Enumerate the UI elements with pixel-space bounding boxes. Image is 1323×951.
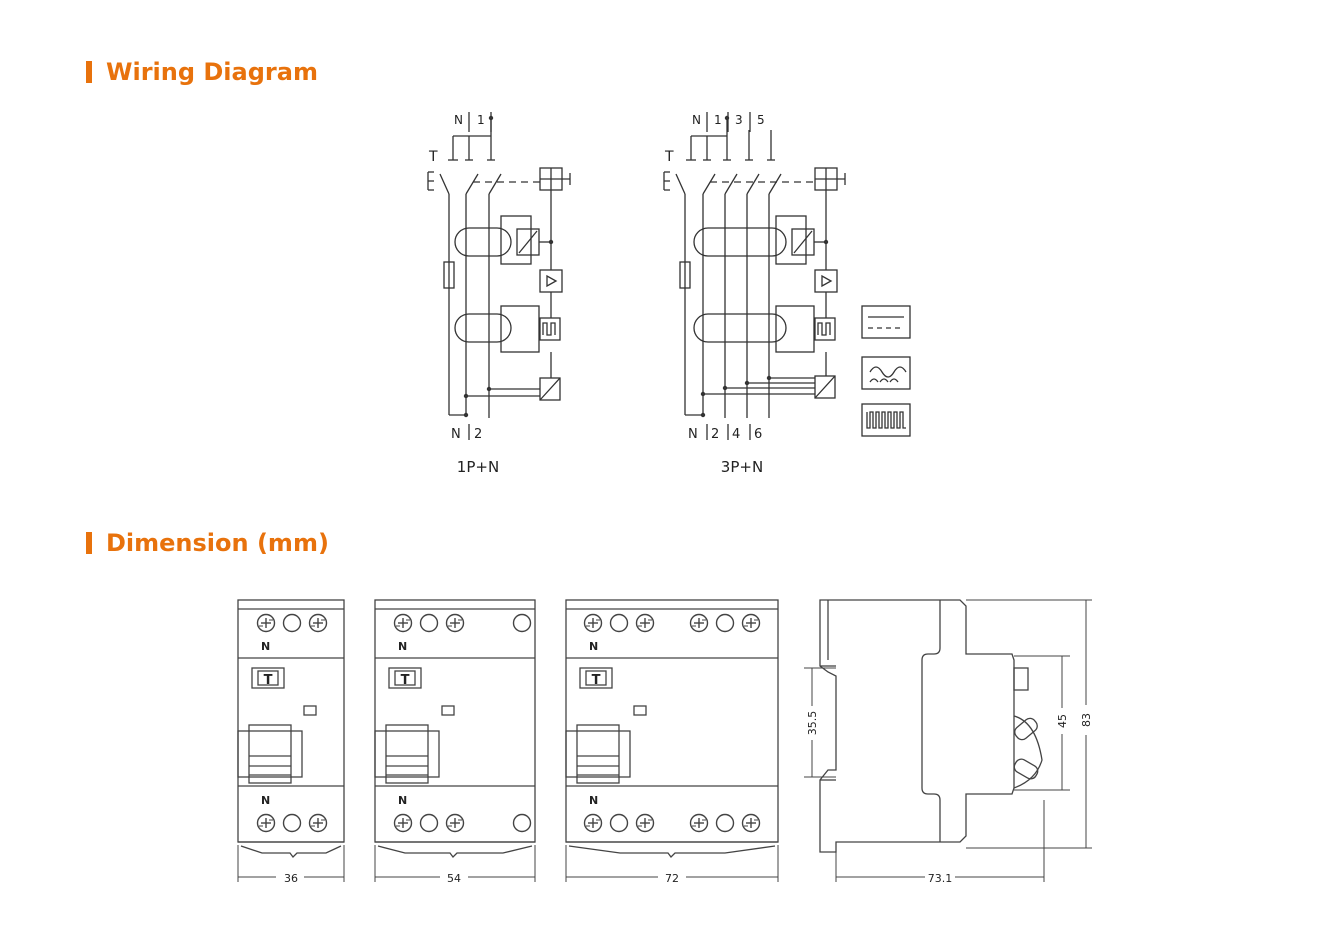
terminal-screw-icon bbox=[445, 613, 465, 633]
test-button-label: T bbox=[264, 673, 273, 688]
test-button-label: T bbox=[592, 673, 601, 688]
wiring-3p-n-top-terminal: N bbox=[692, 113, 701, 127]
wiring-3p-n-top-terminal: 3 bbox=[735, 113, 743, 127]
terminal-hole-icon bbox=[419, 613, 439, 633]
wiring-1p-n-nodes bbox=[463, 115, 554, 418]
side-height-value: 83 bbox=[1080, 713, 1093, 727]
front-view-54mm bbox=[374, 599, 536, 858]
terminal-screw-icon bbox=[308, 613, 328, 633]
wiring-1p-n-bottom-terminal: 2 bbox=[474, 427, 482, 442]
terminal-label-top: N bbox=[261, 640, 270, 653]
wiring-1p-n-bottom-terminal: N bbox=[451, 427, 461, 442]
ac-wave-type-icon bbox=[861, 356, 911, 390]
heading-accent-bar bbox=[86, 532, 92, 554]
wiring-1p-n-top-terminal: 1 bbox=[477, 113, 485, 127]
terminal-label-bottom: N bbox=[261, 794, 270, 807]
width-dimension-54 bbox=[374, 845, 536, 882]
wiring-3p-n-top-terminal: 1 bbox=[714, 113, 722, 127]
test-button-label: T bbox=[401, 673, 410, 688]
terminal-screw-icon bbox=[689, 813, 709, 833]
width-dimension-72 bbox=[565, 845, 779, 882]
terminal-hole-icon bbox=[419, 813, 439, 833]
pulse-wave-type-icon bbox=[861, 403, 911, 437]
terminal-screw-icon bbox=[393, 813, 413, 833]
wiring-diagram-heading: Wiring Diagram bbox=[86, 58, 318, 86]
width-value-72: 72 bbox=[665, 872, 679, 885]
terminal-hole-icon bbox=[282, 613, 302, 633]
wiring-3p-n-bottom-terminal: N bbox=[688, 427, 698, 442]
terminal-hole-icon bbox=[609, 813, 629, 833]
wiring-3p-n-nodes bbox=[700, 115, 829, 418]
dc-ac-type-icon bbox=[861, 305, 911, 339]
terminal-screw-icon bbox=[741, 613, 761, 633]
terminal-screw-icon bbox=[583, 813, 603, 833]
wiring-1p-n-caption: 1P+N bbox=[457, 458, 499, 476]
terminal-screw-icon bbox=[635, 613, 655, 633]
side-view bbox=[819, 599, 1043, 853]
wiring-3p-n-bottom-terminal: 6 bbox=[754, 427, 762, 442]
terminal-label-bottom: N bbox=[589, 794, 598, 807]
wiring-diagram-1p-n bbox=[427, 112, 571, 440]
dimension-heading: Dimension (mm) bbox=[86, 529, 329, 557]
wiring-3p-n-top-terminal: 5 bbox=[757, 113, 765, 127]
dimension-title: Dimension (mm) bbox=[106, 529, 329, 557]
wiring-diagram-3p-n bbox=[663, 112, 846, 440]
terminal-hole-icon bbox=[715, 613, 735, 633]
terminal-label-top: N bbox=[589, 640, 598, 653]
wiring-1p-n-top-terminal: N bbox=[454, 113, 463, 127]
wiring-1p-n-test-label: T bbox=[428, 149, 438, 165]
terminal-screw-icon bbox=[393, 613, 413, 633]
wiring-3p-n-caption: 3P+N bbox=[721, 458, 763, 476]
wiring-3p-n-bottom-terminal: 2 bbox=[711, 427, 719, 442]
width-value-36: 36 bbox=[284, 872, 298, 885]
side-depth-value: 73.1 bbox=[928, 872, 953, 885]
terminal-screw-icon bbox=[741, 813, 761, 833]
terminal-screw-icon bbox=[445, 813, 465, 833]
width-dimension-36 bbox=[237, 845, 345, 882]
heading-accent-bar bbox=[86, 61, 92, 83]
terminal-hole-icon bbox=[512, 613, 532, 633]
terminal-hole-icon bbox=[512, 813, 532, 833]
wiring-3p-n-test-label: T bbox=[664, 149, 674, 165]
width-value-54: 54 bbox=[447, 872, 461, 885]
front-view-36mm bbox=[237, 599, 345, 858]
terminal-hole-icon bbox=[609, 613, 629, 633]
terminal-screw-icon bbox=[689, 613, 709, 633]
front-view-72mm bbox=[565, 599, 779, 858]
side-height-value: 35.5 bbox=[806, 711, 819, 736]
terminal-hole-icon bbox=[715, 813, 735, 833]
side-dimension-lines bbox=[804, 599, 1092, 882]
terminal-screw-icon bbox=[635, 813, 655, 833]
terminal-label-top: N bbox=[398, 640, 407, 653]
terminal-screw-icon bbox=[583, 613, 603, 633]
side-height-value: 45 bbox=[1056, 714, 1069, 728]
terminal-screw-icon bbox=[256, 813, 276, 833]
terminal-screw-icon bbox=[256, 613, 276, 633]
terminal-label-bottom: N bbox=[398, 794, 407, 807]
wiring-3p-n-bottom-terminal: 4 bbox=[732, 427, 740, 442]
wiring-diagram-title: Wiring Diagram bbox=[106, 58, 318, 86]
terminal-screw-icon bbox=[308, 813, 328, 833]
terminal-hole-icon bbox=[282, 813, 302, 833]
